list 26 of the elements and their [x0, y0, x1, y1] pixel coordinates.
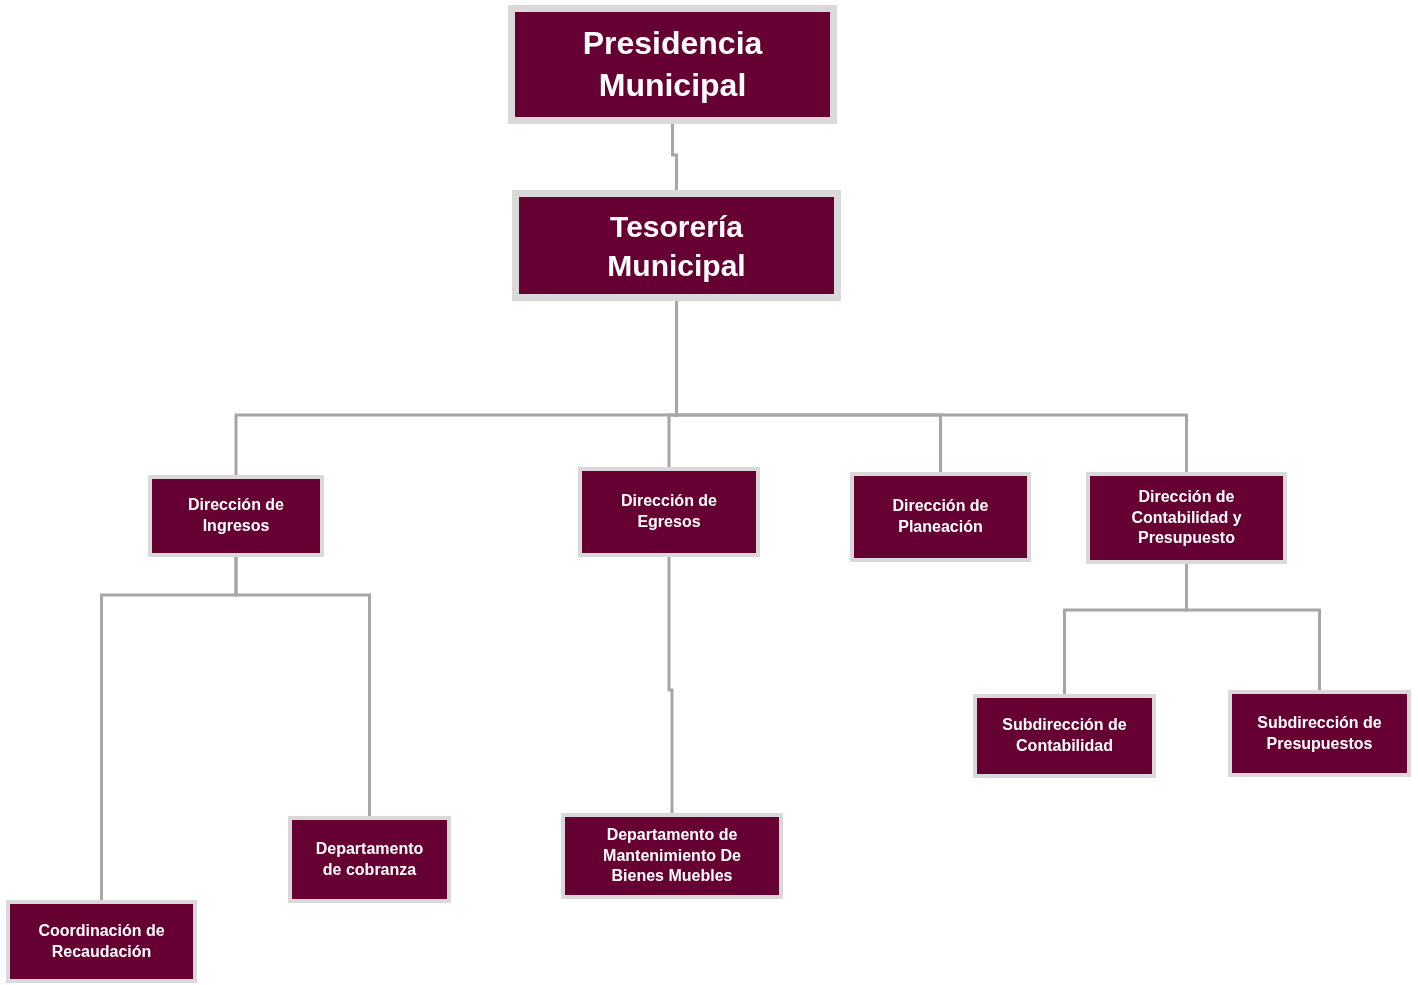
unit-name: Dirección de Planeación — [891, 496, 990, 537]
connector-line — [671, 124, 678, 190]
connector-line — [667, 557, 674, 813]
org-box — [1228, 690, 1411, 777]
unit-name: Departamento de cobranza — [314, 838, 425, 880]
org-box — [561, 813, 783, 899]
unit-name: Departamento de Mantenimiento De Bienes Muebles — [602, 824, 742, 887]
org-box — [508, 5, 837, 124]
org-box — [1086, 472, 1287, 564]
unit-name: Dirección de Egresos — [620, 491, 718, 532]
org-box — [973, 694, 1156, 778]
unit-name: Dirección de Ingresos — [187, 495, 285, 536]
org-box — [578, 467, 760, 557]
org-box — [512, 190, 841, 301]
org-box — [850, 472, 1031, 562]
unit-name: Coordinación de Recaudación — [37, 920, 166, 962]
org-box — [6, 900, 197, 983]
unit-name: Dirección de Contabilidad y Presupuesto — [1130, 486, 1243, 549]
connector-line — [234, 557, 371, 816]
unit-name: Subdirección de Contabilidad — [1001, 715, 1128, 756]
org-box — [288, 816, 451, 903]
connector-line — [1185, 564, 1321, 690]
unit-name: Tesorería Municipal — [606, 208, 747, 284]
org-box — [148, 475, 324, 557]
unit-name: Subdirección de Presupuestos — [1256, 712, 1383, 754]
unit-name: Presidencia Municipal — [581, 23, 764, 105]
